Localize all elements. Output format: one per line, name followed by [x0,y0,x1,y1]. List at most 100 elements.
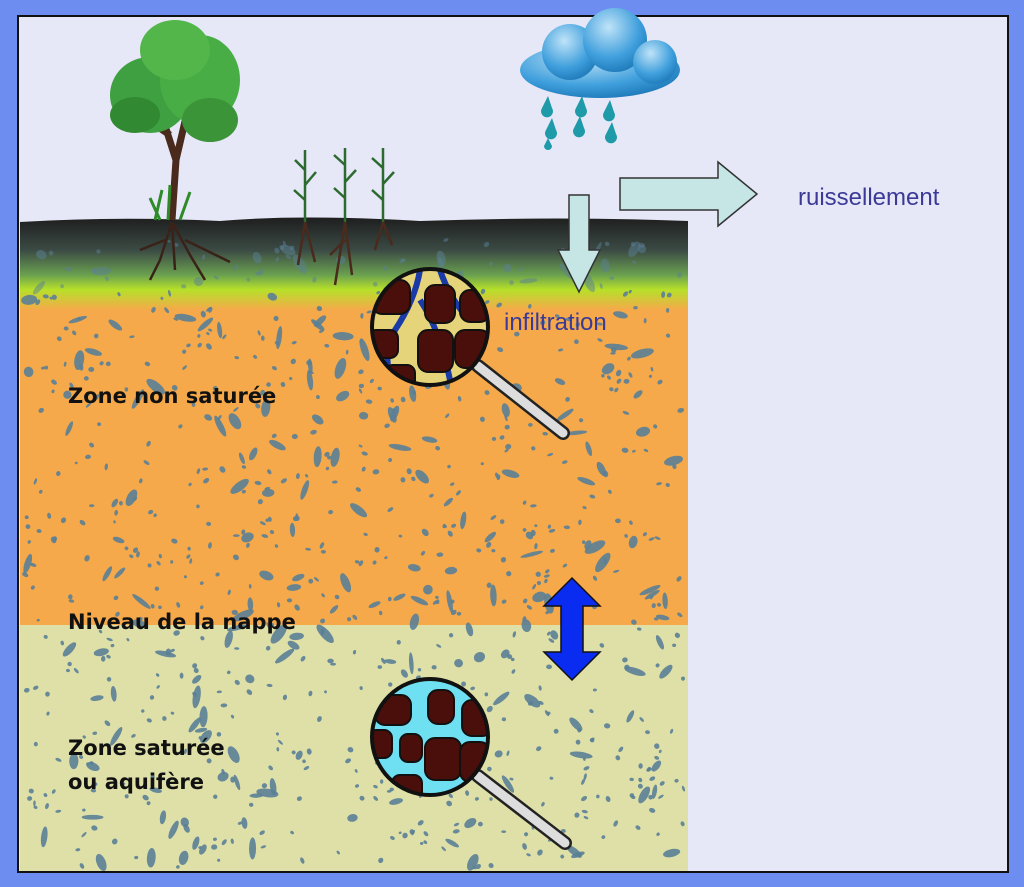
gravel-speckle [32,685,39,690]
gravel-speckle [510,657,515,662]
gravel-speckle [183,575,187,579]
gravel-speckle [373,281,378,287]
gravel-speckle [106,637,113,642]
gravel-speckle [92,266,112,276]
gravel-speckle [379,610,383,616]
gravel-speckle [44,365,49,370]
gravel-speckle [32,281,46,295]
gravel-speckle [446,590,453,613]
gravel-speckle [334,594,340,600]
gravel-speckle [247,597,254,612]
gravel-speckle [296,796,302,801]
gravel-speckle [248,802,254,807]
gravel-speckle [173,243,179,247]
gravel-speckle [41,366,46,370]
gravel-speckle [638,763,643,769]
gravel-speckle [30,585,35,590]
gravel-speckle [83,393,90,398]
gravel-speckle [212,837,217,841]
gravel-speckle [642,532,647,537]
gravel-speckle [55,809,62,813]
gravel-speckle [285,254,292,260]
gravel-speckle [149,695,155,700]
gravel-speckle [268,765,274,771]
gravel-speckle [541,801,545,807]
gravel-speckle [266,683,273,688]
gravel-speckle [358,383,365,389]
gravel-speckle [90,695,104,702]
gravel-speckle [633,390,643,399]
gravel-speckle [384,556,388,560]
gravel-speckle [112,536,125,544]
gravel-speckle [89,442,95,448]
gravel-speckle [104,720,111,727]
gravel-speckle [421,436,438,443]
gravel-speckle [526,605,533,610]
gravel-speckle [514,331,520,337]
gravel-speckle [483,241,490,248]
gravel-speckle [626,710,635,723]
gravel-speckle [632,260,637,265]
gravel-speckle [361,451,368,456]
gravel-speckle [599,643,605,648]
gravel-speckle [202,467,209,471]
gravel-speckle [186,343,191,348]
infiltration-arrow [556,194,602,294]
gravel-speckle [635,825,641,830]
gravel-speckle [78,754,84,760]
gravel-speckle [672,643,677,647]
gravel-speckle [464,817,477,829]
gravel-speckle [666,292,672,298]
gravel-speckle [214,415,227,437]
gravel-speckle [524,832,529,837]
gravel-speckle [488,863,494,869]
gravel-speckle [477,821,483,827]
gravel-speckle [544,710,550,717]
gravel-speckle [446,800,453,807]
gravel-speckle [164,397,170,404]
gravel-speckle [158,553,162,559]
gravel-speckle [317,716,322,722]
gravel-speckle [252,252,262,264]
gravel-speckle [582,506,587,510]
gravel-speckle [269,778,277,796]
gravel-speckle [373,796,379,801]
gravel-speckle [522,616,527,623]
gravel-speckle [447,464,451,469]
gravel-speckle [316,624,334,644]
gravel-speckle [179,672,184,679]
gravel-speckle [559,263,574,280]
soil-profile [20,217,688,872]
infiltration-label: infiltration [504,309,607,336]
gravel-speckle [95,393,100,400]
gravel-speckle [110,726,123,746]
gravel-speckle [522,528,527,532]
gravel-speckle [630,241,636,247]
gravel-speckle [200,636,205,641]
gravel-speckle [474,797,479,801]
gravel-speckle [259,521,266,526]
gravel-speckle [231,609,238,615]
gravel-speckle [222,334,227,340]
gravel-speckle [420,550,426,556]
gravel-speckle [300,656,306,662]
gravel-speckle [445,413,450,419]
gravel-speckle [346,617,352,622]
gravel-speckle [622,291,629,297]
gravel-speckle [447,530,453,537]
gravel-speckle [384,659,397,664]
gravel-speckle [489,797,493,801]
gravel-speckle [355,487,361,492]
gravel-speckle [505,443,512,450]
gravel-speckle [312,276,317,283]
gravel-speckle [479,416,485,422]
gravel-speckle [454,658,463,668]
gravel-speckle [186,554,191,559]
gravel-speckle [216,732,222,737]
gravel-speckle [372,560,377,565]
gravel-speckle [183,748,187,755]
gravel-speckle [601,835,606,839]
gravel-speckle [456,611,462,616]
gravel-speckle [340,573,352,593]
gravel-speckle [311,319,325,331]
